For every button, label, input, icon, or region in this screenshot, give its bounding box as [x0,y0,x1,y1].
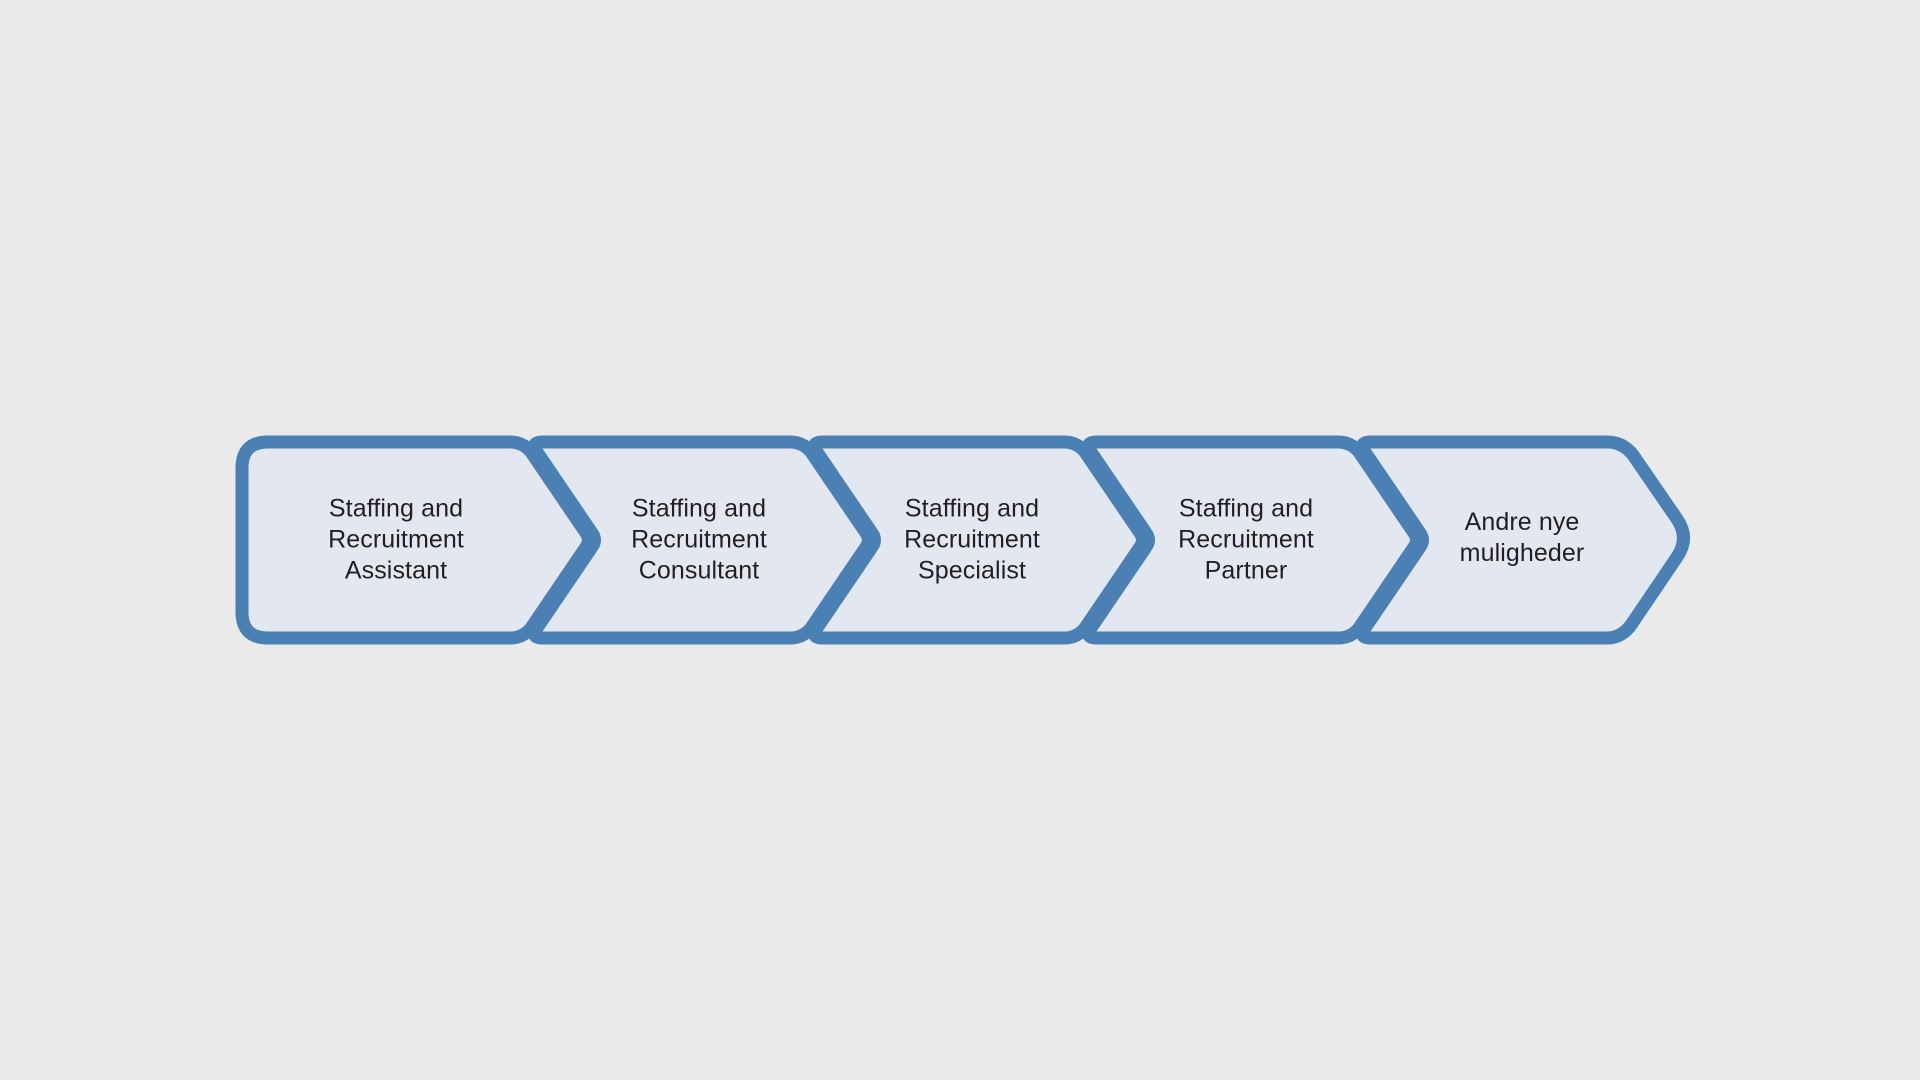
chevron-shape-step-5[interactable] [1356,435,1690,645]
chevron-shape-step-1[interactable] [235,435,595,645]
